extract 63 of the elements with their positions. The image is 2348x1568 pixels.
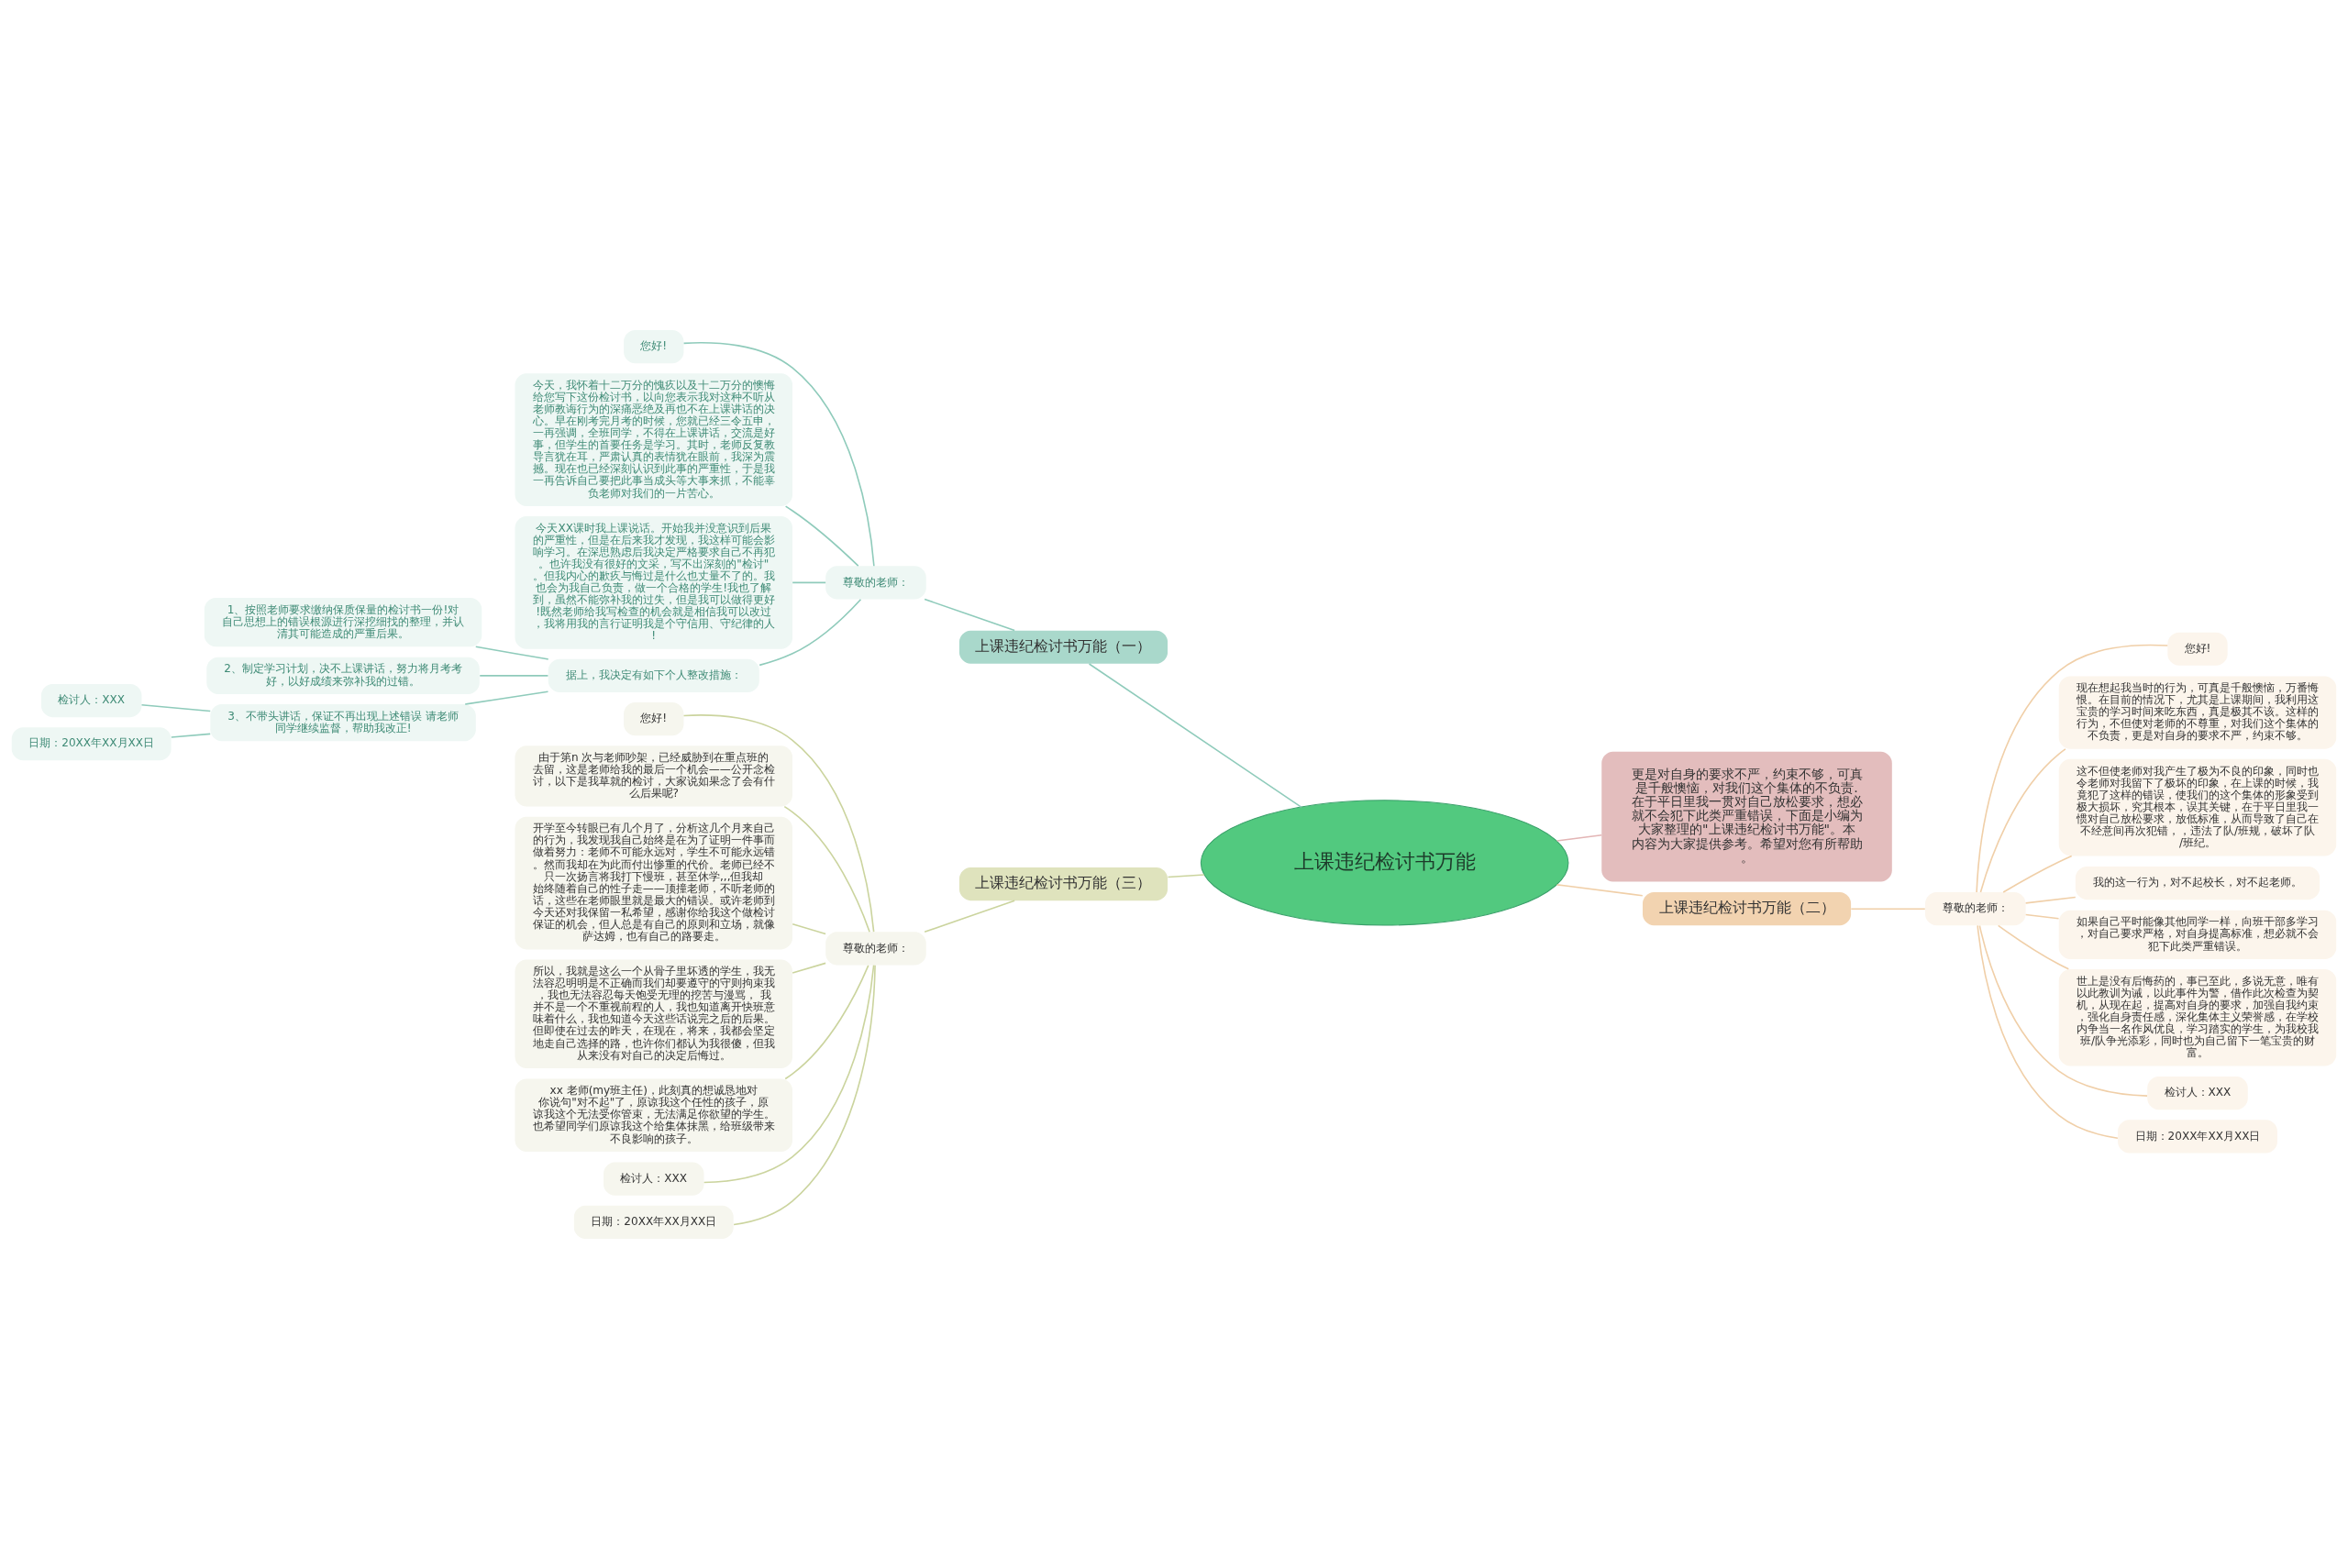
connector: [1850, 907, 1926, 910]
connector: [682, 713, 875, 933]
node-box: 由于第n 次与老师吵架，已经威胁到在重点班的去留，这是老师给我的最后一个机会——公开念检讨，以下是我草就的检讨，大家说如果念了会有什么后果呢?: [515, 745, 792, 807]
node-box: 尊敬的老师：: [825, 565, 926, 599]
node-box: 2、制定学习计划，决不上课讲话，努力将月考考好，以好成绩来弥补我的过错。: [206, 657, 480, 694]
connector: [792, 581, 826, 583]
node-box: 日期：20XX年XX月XX日: [2118, 1119, 2277, 1153]
node-box: xx 老师(my班主任)，此刻真的想诚恳地对你说句"对不起"了，原谅我这个任性的孩子，原谅我这个无法受你管束，无法满足你欲望的学生。也希望同学们原谅我这个给集体抹黑，给班级带来不良影响的孩子。: [515, 1078, 792, 1152]
connector: [682, 341, 875, 567]
node-box: 开学至今转眼已有几个月了，分析这几个月来自己的行为，我发现我自己始终是在为了证明一件事而做着努力：老师不可能永远对，学生不可能永远错。然而我却在为此而付出惨重的代价。老师已经不只一次扬言将我打下慢班，甚至休学,,,但我却始终随着自己的性子走——顶撞老师，不听老师的话，这些在老师眼里就是最大的错误。或许老师到今天还对我保留一私希望，感谢你给我这个做检讨保证的机会，但人总是有自己的原则和立场，就像萨达姆，也有自己的路要走。: [515, 816, 792, 949]
connector: [1977, 924, 2119, 1139]
connector: [464, 690, 549, 705]
node-box: 这不但使老师对我产生了极为不良的印象，同时也令老师对我留下了极坏的印象，在上课的时候，我竟犯了这样的错误，使我们的这个集体的形象受到极大损坏，究其根本，误其关键，在于平日里我一惯对自己放松要求，放低标准，从而导致了自己在不经意间再次犯错，，违法了队/班规，破坏了队/班纪。: [2058, 758, 2337, 856]
connector: [924, 899, 1015, 933]
node-box: 据上，我决定有如下个人整改措施：: [548, 658, 759, 692]
node-box: 1、按照老师要求缴纳保质保量的检讨书一份!对自己思想上的错误根源进行深挖细找的整理，并认清其可能造成的严重后果。: [204, 597, 482, 646]
node-box: 上课违纪检讨书万能（三）: [958, 867, 1168, 900]
connector: [479, 674, 549, 677]
node-box: 您好!: [624, 701, 684, 735]
node-ellipse: 上课违纪检讨书万能: [1200, 799, 1569, 926]
node-box: 今天XX课时我上课说话。开始我并没意识到后果的严重性，但是在后来我才发现，我这样可能会影响学习。在深思熟虑后我决定严格要求自己不再犯。也许我没有很好的文采，写不出深刻的"检讨"。但我内心的歉疚与悔过是什么也丈量不了的。我也会为我自己负责，做一个合格的学生!我也了解到，虽然不能弥补我的过失，但是我可以做得更好!既然老师给我写检查的机会就是相信我可以改过，我将用我的言行证明我是个守信用、守纪律的人!: [515, 515, 792, 649]
connector: [1088, 662, 1302, 808]
connector: [171, 733, 211, 738]
node-box: 您好!: [2167, 632, 2228, 666]
connector: [1556, 883, 1644, 897]
connector: [474, 646, 549, 660]
node-box: 更是对自身的要求不严，约束不够，可真是千般懊恼，对我们这个集体的不负责.在于平日里我一贯对自己放松要求，想必就不会犯下此类严重错误，下面是小编为大家整理的"上课违纪检讨书万能"。本内容为大家提供参考。希望对您有所帮助。: [1601, 751, 1892, 882]
connector: [2002, 855, 2073, 893]
connector: [2024, 913, 2060, 919]
node-box: 如果自己平时能像其他同学一样，向班干部多学习，对自己要求严格，对自身提高标准，想必就不会犯下此类严重错误。: [2058, 910, 2337, 959]
node-box: 我的这一行为，对不起校长，对不起老师。: [2075, 866, 2320, 900]
node-box: 尊敬的老师：: [1925, 891, 2026, 925]
node-box: 上课违纪检讨书万能（二）: [1642, 891, 1852, 925]
connector: [140, 703, 212, 712]
node-box: 所以，我就是这么一个从骨子里坏透的学生，我无法容忍明明是不正确而我们却要遵守的守则拘束我，我也无法容忍每天饱受无理的挖苦与漫骂， 我并不是一个不重视前程的人，我也知道离开快班意味着什么，我也知道今天这些话说完之后的后果。但即使在过去的昨天，在现在，将来，我都会坚定地走自己选择的路，也许你们都认为我很傻，但我从来没有对自己的决定后悔过。: [515, 958, 792, 1068]
connector: [924, 598, 1015, 631]
connector: [784, 964, 869, 1079]
node-box: 检讨人：XXX: [604, 1162, 704, 1196]
connector: [1556, 834, 1602, 842]
connector: [792, 922, 826, 934]
connector: [2024, 896, 2077, 904]
connector: [1167, 873, 1205, 878]
connector: [784, 504, 859, 567]
connector: [1979, 747, 2066, 893]
connector: [733, 964, 876, 1225]
node-box: 世上是没有后悔药的，事已至此，多说无意，唯有以此教训为诫，以此事件为警，借作此次检查为契机，从现在起，提高对自身的要求，加强自我约束，强化自身责任感，深化集体主义荣誉感，在学校内争当一名作风优良，学习踏实的学生，为我校我班/队争光添彩，同时也为自己留下一笔宝贵的财富。: [2058, 968, 2337, 1066]
node-box: 日期：20XX年XX月XX日: [11, 726, 172, 760]
node-box: 检讨人：XXX: [2147, 1076, 2248, 1110]
node-box: 上课违纪检讨书万能（一）: [958, 630, 1168, 664]
node-box: 今天，我怀着十二万分的愧疚以及十二万分的懊悔给您写下这份检讨书，以向您表示我对这种不听从老师教诲行为的深痛恶绝及再也不在上课讲话的决心。早在刚考完月考的时候，您就已经三令五申，一再强调，全班同学，不得在上课讲话，交流是好事，但学生的首要任务是学习。其时，老师反复教导言犹在耳，严肃认真的表情犹在眼前，我深为震撼。现在也已经深刻认识到此事的严重性，于是我一再告诉自己要把此事当成头等大事来抓，不能辜负老师对我们的一片苦心。: [515, 372, 792, 506]
node-box: 检讨人：XXX: [40, 683, 142, 717]
connector: [1997, 924, 2070, 970]
node-box: 日期：20XX年XX月XX日: [573, 1205, 734, 1239]
connector: [783, 805, 870, 933]
node-box: 您好!: [624, 329, 684, 363]
connector: [759, 598, 862, 666]
node-box: 现在想起我当时的行为，可真是千般懊恼，万番悔恨。在目前的情况下，尤其是上课期间，我利用这宝贵的学习时间来吃东西，真是极其不该。这样的行为，不但使对老师的不尊重，对我们这个集体的不负责，更是对自身的要求不严，约束不够。: [2058, 675, 2337, 749]
connector: [1978, 924, 2148, 1097]
node-box: 3、不带头讲话，保证不再出现上述错误 请老师同学继续监督，帮助我改正!: [210, 703, 476, 741]
connector: [1976, 644, 2169, 893]
connector: [703, 964, 875, 1183]
node-box: 尊敬的老师：: [825, 931, 926, 965]
connector: [792, 962, 826, 974]
